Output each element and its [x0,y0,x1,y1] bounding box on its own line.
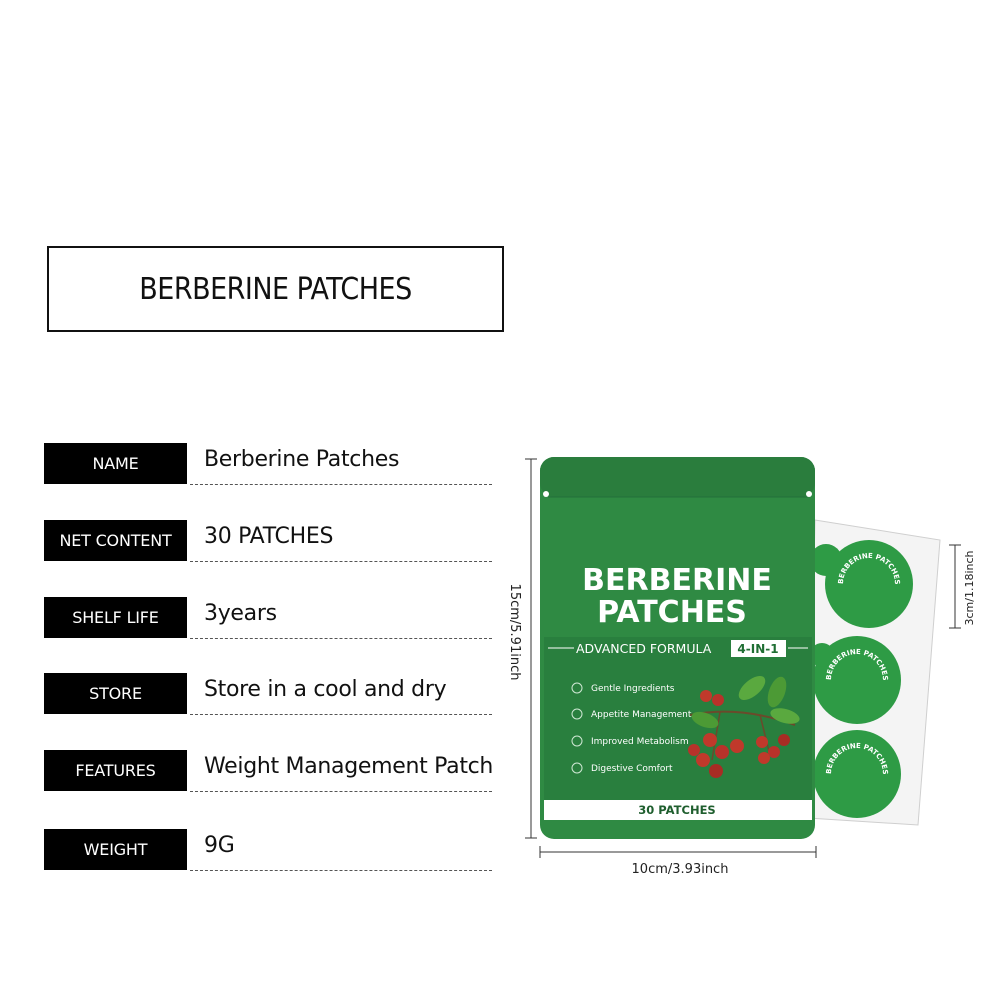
benefit-list: Gentle Ingredients Appetite Management I… [571,682,692,774]
dashed-divider [190,561,492,562]
title-box: BERBERINE PATCHES [47,246,504,332]
patch-circle [825,540,913,628]
spec-value: 9G [204,833,235,858]
benefit-item: Improved Metabolism [591,737,689,747]
spec-row-weight: WEIGHT 9G [44,829,492,873]
benefit-item: Gentle Ingredients [591,684,675,694]
appetite-icon [571,708,583,720]
leaf-icon [571,682,583,694]
dashed-divider [190,870,492,871]
dashed-divider [190,638,492,639]
spec-row-net-content: NET CONTENT 30 PATCHES [44,520,492,564]
digestive-icon [571,762,583,774]
dashed-divider [190,714,492,715]
dashed-divider [190,791,492,792]
dimension-patch: 3cm/1.18inch [949,544,976,629]
formula-badge-text: 4-IN-1 [737,642,778,656]
spec-value: Store in a cool and dry [204,677,447,702]
patch-circle [813,730,901,818]
spec-label: NET CONTENT [44,520,187,561]
dimension-width: 10cm/3.93inch [539,846,817,877]
spec-row-name: NAME Berberine Patches [44,443,492,487]
berry-branch-illustration [688,676,800,778]
package-formula: ADVANCED FORMULA [576,641,712,656]
spec-label: STORE [44,673,187,714]
spec-row-features: FEATURES Weight Management Patch [44,750,494,794]
spec-value: Weight Management Patch [204,754,494,779]
package-count: 30 PATCHES [638,803,715,817]
package-brand-line2: PATCHES [597,595,747,630]
package-pouch: BERBERINE PATCHES ADVANCED FORMULA 4-IN-… [540,457,815,839]
patch-circle [813,636,901,724]
width-label: 10cm/3.93inch [632,862,729,877]
spec-row-shelf-life: SHELF LIFE 3years [44,597,492,641]
patch-size-label: 3cm/1.18inch [963,550,976,625]
spec-value: 30 PATCHES [204,524,334,549]
spec-value: Berberine Patches [204,447,400,472]
package-brand-line1: BERBERINE [582,563,772,598]
height-label: 15cm/5.91inch [507,584,522,681]
metabolism-icon [571,735,583,747]
dimension-height: 15cm/5.91inch [507,458,537,839]
spec-label: NAME [44,443,187,484]
spec-value: 3years [204,601,277,626]
spec-label: SHELF LIFE [44,597,187,638]
dashed-divider [190,484,492,485]
page-title: BERBERINE PATCHES [139,271,412,307]
count-banner [544,800,812,820]
patch-sheet: BERBERINE PATCHES BERBERINE PATCHES BERB… [807,519,941,826]
benefit-item: Digestive Comfort [591,764,673,774]
benefit-item: Appetite Management [591,710,692,720]
spec-row-store: STORE Store in a cool and dry [44,673,492,717]
formula-badge [731,640,786,657]
spec-label: FEATURES [44,750,187,791]
spec-label: WEIGHT [44,829,187,870]
